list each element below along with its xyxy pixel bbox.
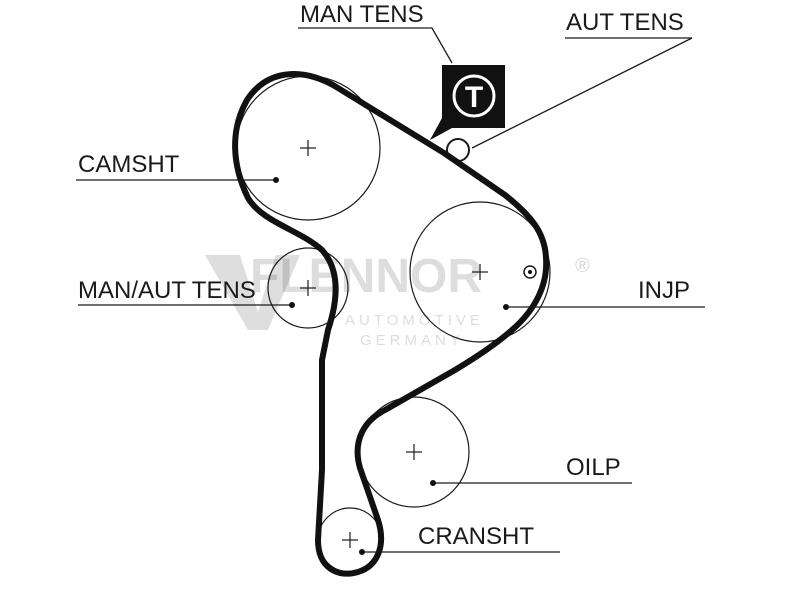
watermark-registered: ® [575, 255, 590, 277]
leader-lines [76, 27, 705, 555]
label-injp: INJP [638, 277, 690, 304]
watermark-logo-icon [205, 255, 300, 330]
watermark-line1: AUTOMOTIVE [345, 312, 484, 329]
label-oilp: OILP [566, 454, 621, 481]
manual-auto-tensioner-pulley [267, 247, 349, 329]
timing-belt [232, 71, 550, 577]
tensioner-symbol-letter: T [465, 81, 483, 114]
label-aut-tens: AUT TENS [566, 9, 684, 36]
label-man-aut-tens: MAN/AUT TENS [78, 277, 256, 304]
watermark-line2: GERMANY [360, 332, 464, 349]
label-cransht: CRANSHT [418, 523, 534, 550]
injection-pump-pulley [409, 201, 551, 343]
injection-pump-timing-mark-icon [523, 265, 537, 279]
label-man-tens: MAN TENS [300, 1, 424, 28]
watermark: FLENNOR ® AUTOMOTIVE GERMANY [205, 250, 590, 349]
manual-tensioner-symbol: T [430, 65, 505, 140]
watermark-brand: FLENNOR [250, 250, 482, 303]
label-camsht: CAMSHT [78, 151, 180, 178]
